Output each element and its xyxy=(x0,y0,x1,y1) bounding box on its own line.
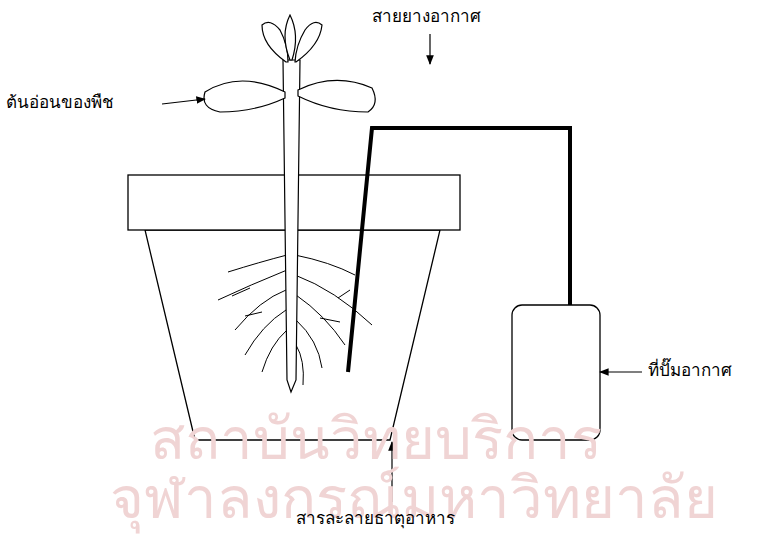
callout-label: ต้นอ่อนของพืช xyxy=(6,92,114,112)
watermark: สถาบันวิทยบริการ xyxy=(150,405,602,475)
leaf xyxy=(285,15,296,60)
leaf xyxy=(204,81,285,112)
plant-stem xyxy=(283,60,300,392)
callout-label: ที่ปั๊มอากาศ xyxy=(648,360,732,380)
leader-arrow xyxy=(162,99,205,104)
leaf xyxy=(298,80,375,112)
leaf xyxy=(262,22,288,62)
leader-arrow xyxy=(600,371,642,372)
leader-arrow xyxy=(429,34,430,64)
callout-label: สารละลายธาตุอาหาร xyxy=(296,508,455,528)
leaf xyxy=(295,22,322,62)
callout-label: สายยางอากาศ xyxy=(372,6,481,26)
